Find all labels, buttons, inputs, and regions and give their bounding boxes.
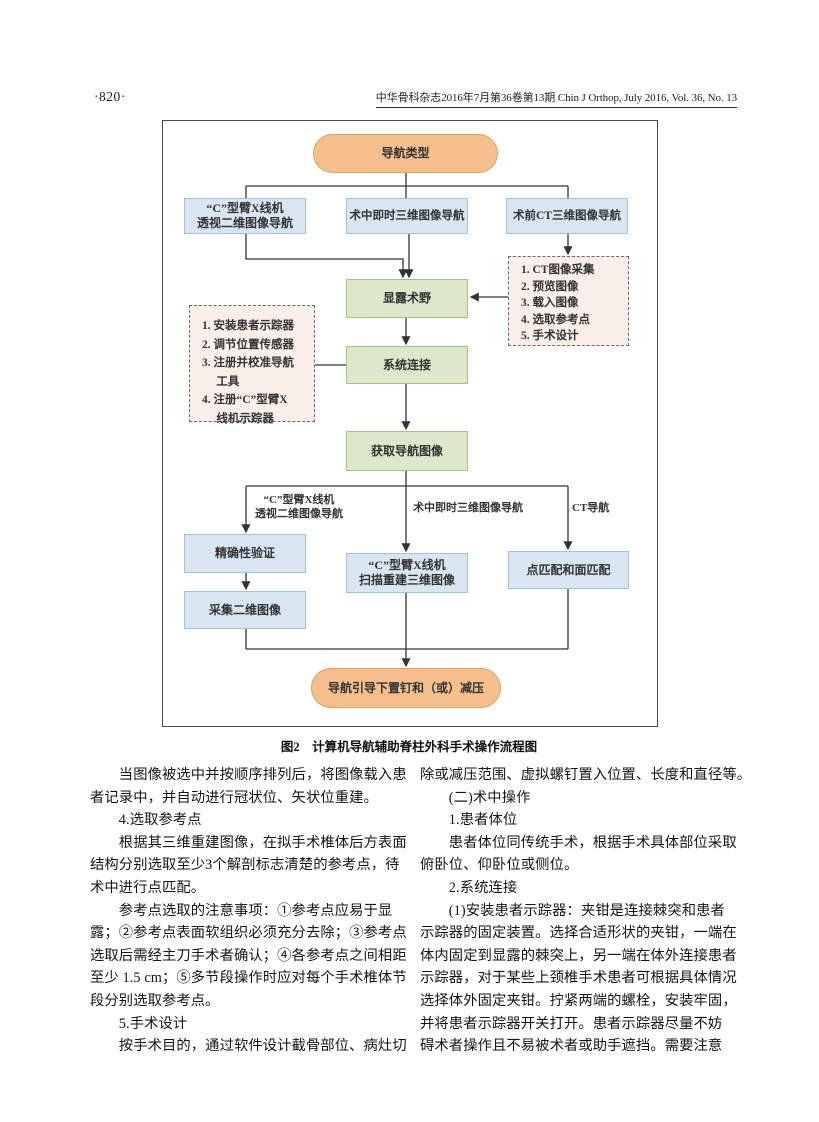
page-number: ·820· [94,89,126,104]
text-line: 者记录中，并自动进行冠状位、矢状位重建。 [90,789,378,806]
node-expose-field: 显露术野 [346,279,468,318]
node-carm-2d-nav: “C”型臂X线机 透视二维图像导航 [184,198,306,234]
node-preop-ct-nav: 术前CT三维图像导航 [506,198,628,234]
text-line: 段分别选取参考点。 [90,992,220,1009]
text-line: 示踪器，对于某些上颈椎手术患者可根据具体情况 [420,970,737,987]
node-point-surface-match: 点匹配和面匹配 [508,551,629,589]
flowchart-connectors [241,173,573,668]
text-line: 2.系统连接 [420,879,518,896]
text-line: 并将患者示踪器开关打开。患者示踪器尽量不妨 [420,1015,723,1032]
text-line: 患者体位同传统手术，根据手术具体部位采取 [420,834,737,851]
node-intraop-3d-nav: 术中即时三维图像导航 [346,198,468,234]
node-setup-steps-list: 1. 安装患者示踪器 2. 调节位置传感器 3. 注册并校准导航 工具 4. 注… [189,305,315,425]
branch-label-ct-nav: CT导航 [572,502,610,514]
text-line: 4.选取参考点 [90,812,202,829]
figure-caption: 图2 计算机导航辅助脊柱外科手术操作流程图 [280,740,538,754]
text-line: 术中进行点匹配。 [90,879,206,896]
text-line: 结构分别选取至少3个解剖标志清楚的参考点，待 [90,857,400,874]
node-collect-2d-images: 采集二维图像 [184,591,306,629]
text-line: 露；②参考点表面软组织必须充分去除；③参考点 [90,925,407,942]
journal-header: 中华骨科杂志2016年7月第36卷第13期 Chin J Orthop, Jul… [375,89,737,108]
body-column-left: 当图像被选中并按顺序排列后，将图像载入患 者记录中，并自动进行冠状位、矢状位重建… [90,764,410,1058]
node-accuracy-check: 精确性验证 [184,534,306,573]
text-line: 根据其三维重建图像，在拟手术椎体后方表面 [90,834,407,851]
text-line: 按手术目的，通过软件设计截骨部位、病灶切 [90,1038,407,1055]
branch-label-carm-2d: “C”型臂X线机 透视二维图像导航 [255,494,343,520]
node-acquire-images: 获取导航图像 [346,431,468,471]
node-navigation-type: 导航类型 [313,134,498,173]
text-line: 当图像被选中并按顺序排列后，将图像载入患 [90,767,407,783]
text-line: (1)安装患者示踪器：夹钳是连接棘突和患者 [420,902,725,919]
text-line: 碍术者操作且不易被术者或助手遮挡。需要注意 [420,1038,723,1055]
text-line: (二)术中操作 [420,789,531,806]
branch-label-intraop-3d: 术中即时三维图像导航 [413,502,523,514]
text-line: 选取后需经主刀手术者确认；④各参考点之间相距 [90,947,407,964]
text-line: 示踪器的固定装置。选择合适形状的夹钳，一端在 [420,925,737,942]
text-line: 5.手术设计 [90,1015,188,1032]
text-line: 参考点选取的注意事项：①参考点应易于显 [90,902,393,919]
node-carm-scan-3d: “C”型臂X线机 扫描重建三维图像 [346,553,468,593]
body-column-right: 除或减压范围、虚拟螺钉置入位置、长度和直径等。 (二)术中操作 1.患者体位 患… [420,764,752,1058]
flowchart-figure: 导航类型 “C”型臂X线机 透视二维图像导航 术中即时三维图像导航 术前CT三维… [162,120,658,727]
text-line: 体内固定到显露的棘突上，另一端在体外连接患者 [420,947,737,964]
text-line: 选择体外固定夹钳。拧紧两端的螺栓，安装牢固， [420,992,737,1009]
node-ct-steps-list: 1. CT图像采集 2. 预览图像 3. 载入图像 4. 选取参考点 5. 手术… [508,256,629,346]
text-line: 至少 1.5 cm；⑤多节段操作时应对每个手术椎体节 [90,970,407,987]
text-line: 除或减压范围、虚拟螺钉置入位置、长度和直径等。 [420,767,752,783]
node-final-screw-decompress: 导航引导下置钉和（或）减压 [311,668,501,708]
text-line: 1.患者体位 [420,812,518,829]
node-system-connect: 系统连接 [346,346,468,384]
text-line: 俯卧位、仰卧位或侧位。 [420,857,579,874]
